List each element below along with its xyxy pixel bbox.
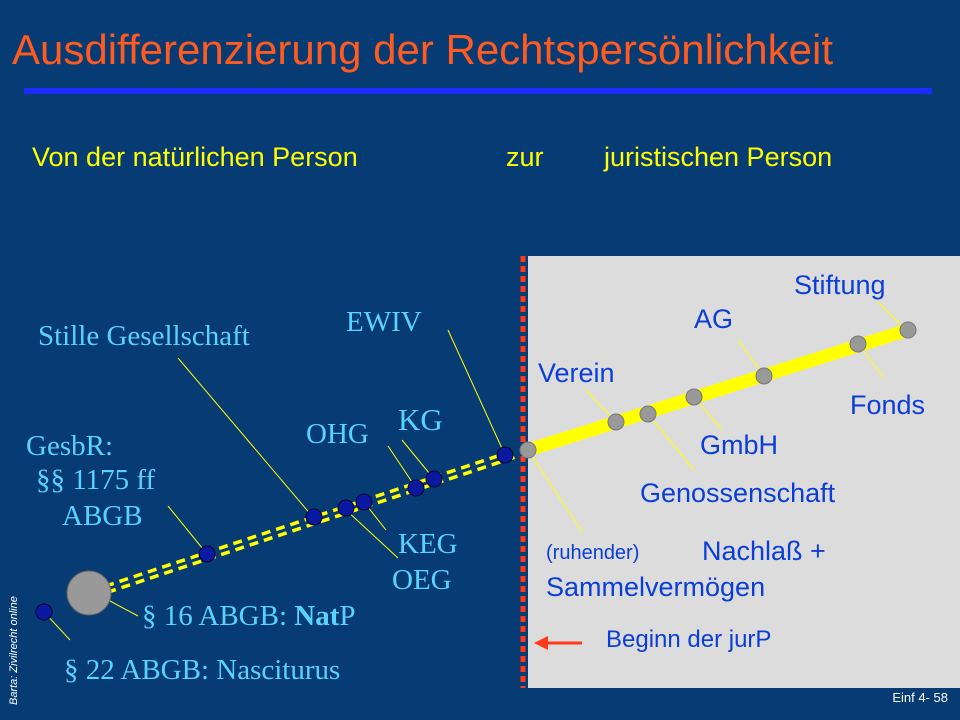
label-ag: AG <box>694 304 734 334</box>
node-genossenschaft <box>639 405 657 423</box>
side-note: Barta: Zivilrecht online <box>8 596 20 705</box>
node-verein <box>607 413 625 431</box>
natp-axis-centerline <box>91 452 515 596</box>
label-nachlass: Nachlaß + <box>702 536 826 566</box>
label-gmbh: GmbH <box>700 430 779 460</box>
label-stille-gesellschaft: Stille Gesellschaft <box>38 320 250 352</box>
label-natp-prefix: § 16 ABGB: <box>142 600 295 632</box>
label-natp-suffix: P <box>339 600 356 632</box>
label-kg: KG <box>398 402 443 437</box>
subtitle-from: Von der natürlichen Person <box>32 142 358 172</box>
label-natp: § 16 ABGB: NatP <box>142 600 356 633</box>
node-nasciturus <box>35 603 53 621</box>
jurp-panel <box>528 256 960 688</box>
node-natp <box>66 570 112 616</box>
node-gmbh <box>685 388 703 406</box>
label-oeg: OEG <box>392 564 452 596</box>
title-underline <box>24 88 932 94</box>
node-keg <box>337 499 355 517</box>
label-genossenschaft: Genossenschaft <box>640 478 836 508</box>
label-gesbr: GesbR: <box>26 430 113 462</box>
node-nachlass <box>519 441 537 459</box>
label-sammelvermoegen: Sammelvermögen <box>546 572 766 602</box>
node-stille <box>305 508 323 526</box>
node-fonds <box>849 335 867 353</box>
subtitle-to: zur <box>506 142 544 172</box>
label-ohg: OHG <box>306 418 369 450</box>
leader-genossenschaft <box>647 413 695 471</box>
label-keg: KEG <box>398 528 458 560</box>
node-oeg <box>355 493 373 511</box>
node-gesbr <box>198 545 216 563</box>
label-stiftung: Stiftung <box>794 270 886 300</box>
label-fonds: Fonds <box>850 390 926 420</box>
page-title: Ausdifferenzierung der Rechtspersönlichk… <box>12 26 834 73</box>
page-number: Einf 4- 58 <box>892 690 948 705</box>
beginn-arrow-icon <box>534 636 548 650</box>
label-verein: Verein <box>538 358 615 388</box>
label-ruhender: (ruhender) <box>546 542 640 564</box>
label-ewiv: EWIV <box>346 306 422 338</box>
subtitle-target: juristischen Person <box>604 142 833 172</box>
leader-keg <box>345 509 399 559</box>
node-ag <box>755 367 773 385</box>
label-nasciturus: § 22 ABGB: Nasciturus <box>64 654 341 686</box>
label-natp-bold: Nat <box>294 600 340 632</box>
node-kg <box>425 470 443 488</box>
label-gesbr-paragraph: §§ 1175 ff <box>36 464 156 496</box>
node-ohg <box>407 479 425 497</box>
leader-gesbr <box>167 505 208 555</box>
node-ewiv <box>496 446 514 464</box>
leader-nachlass <box>527 449 583 533</box>
node-stiftung <box>899 321 917 339</box>
label-beginn-jurp: Beginn der jurP <box>606 626 772 653</box>
leader-ewiv <box>447 329 506 456</box>
label-gesbr-abgb: ABGB <box>62 500 143 532</box>
leader-stille <box>177 357 313 517</box>
jurp-axis-line <box>526 323 910 457</box>
